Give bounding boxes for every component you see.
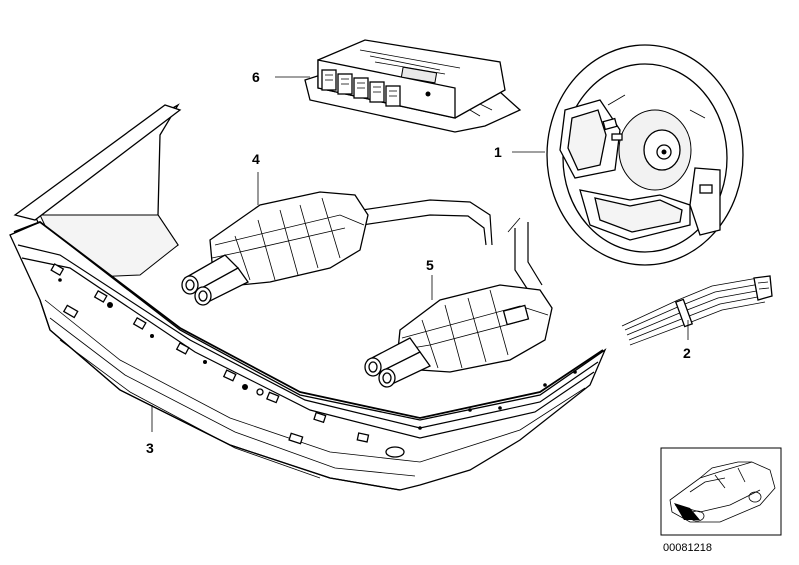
callout-6: 6 — [252, 69, 260, 85]
control-module — [304, 39, 522, 133]
vehicle-inset: 00081218 — [660, 447, 782, 554]
module-connectors — [321, 69, 401, 107]
callout-3: 3 — [146, 440, 154, 456]
callout-1: 1 — [494, 144, 502, 160]
bumper-reflector — [385, 446, 405, 458]
bumper-mount-slots — [50, 263, 370, 443]
callout-2: 2 — [683, 345, 691, 361]
diagram-part-number: 00081218 — [663, 542, 712, 554]
rear-bumper — [9, 103, 607, 491]
wiring-harness — [621, 275, 773, 346]
callout-5: 5 — [426, 257, 434, 273]
car-thumbnail-icon — [669, 461, 776, 523]
muffler-right — [364, 217, 553, 388]
leader-lines — [151, 76, 689, 432]
muffler-left-tailpipes — [181, 254, 249, 306]
muffler-left — [181, 191, 493, 306]
callout-numbers: 6 4 5 1 2 3 — [146, 69, 691, 456]
muffler-right-tailpipes — [364, 337, 431, 388]
callout-4: 4 — [252, 151, 260, 167]
steering-wheel — [546, 44, 744, 266]
